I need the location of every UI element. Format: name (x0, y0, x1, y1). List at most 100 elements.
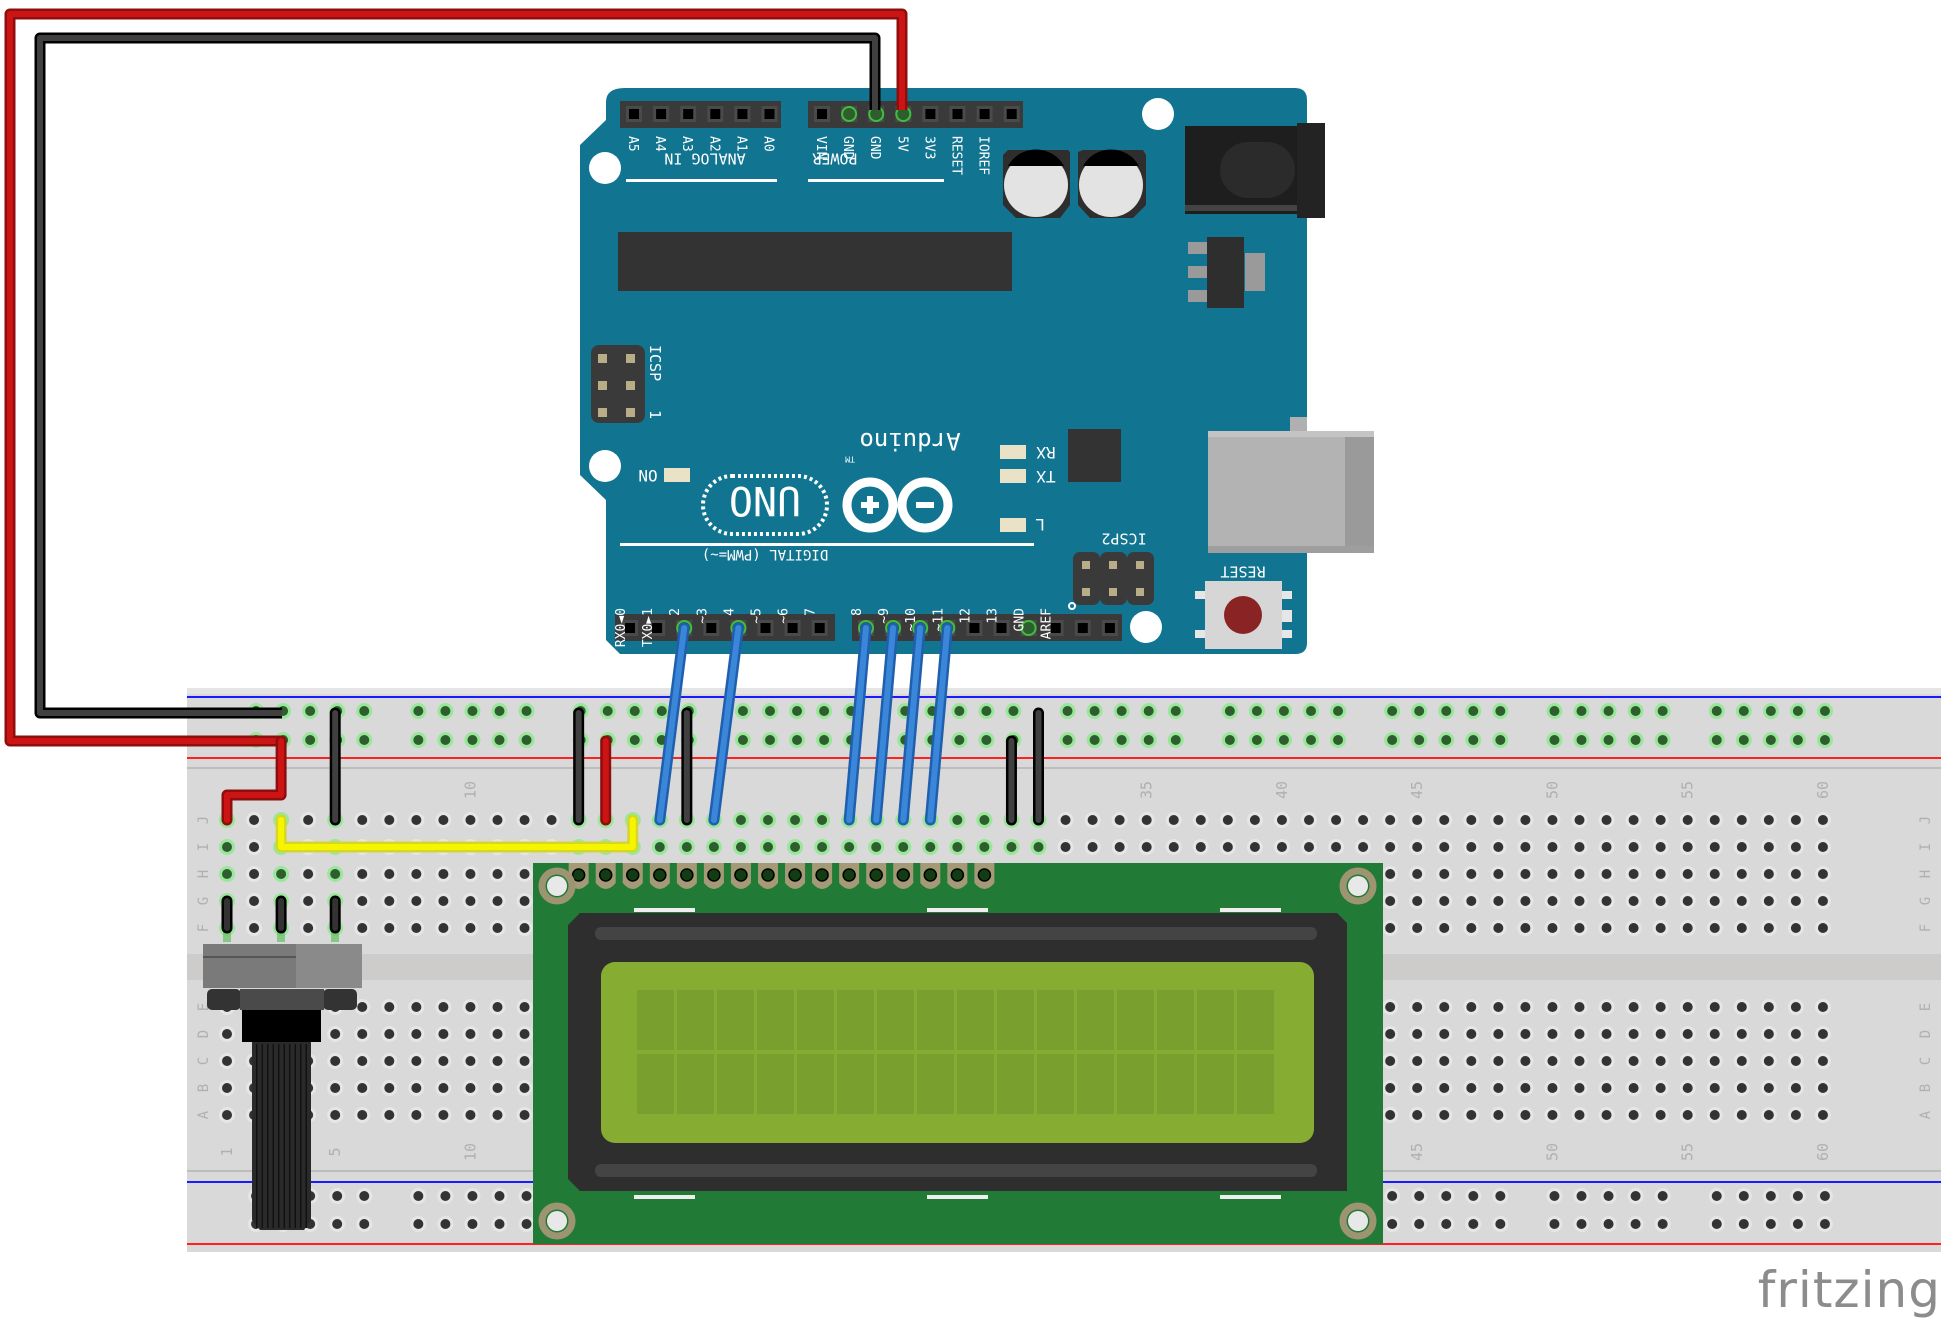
breadboard-hole (1655, 842, 1666, 852)
wire-blue-data-2[interactable] (846, 625, 869, 823)
rail-hole (1630, 1191, 1641, 1201)
lcd-pin (626, 868, 640, 882)
reset-button[interactable] (1195, 581, 1292, 649)
breadboard-hole (1655, 815, 1666, 825)
lcd-char-cell (1117, 1054, 1154, 1114)
wire-blue-data-4[interactable] (900, 625, 924, 823)
breadboard-hole (1601, 1083, 1612, 1093)
breadboard-hole (411, 1056, 422, 1066)
rail-hole (1170, 735, 1181, 745)
breadboard-hole (1520, 1029, 1531, 1039)
rail-hole (1576, 1191, 1587, 1201)
atmega-chip (618, 232, 1012, 291)
column-label-55: 55 (1679, 1143, 1697, 1161)
breadboard-hole (1222, 815, 1233, 825)
breadboard-hole (492, 1056, 503, 1066)
pin-label-d: ~9 (877, 608, 892, 624)
rail-hole (1306, 706, 1316, 716)
rail-hole (737, 735, 748, 745)
rail-hole (494, 735, 505, 745)
wire-5v[interactable] (7, 11, 905, 744)
rail-hole (1549, 706, 1560, 716)
rail-hole (737, 706, 748, 716)
breadboard-hole (519, 896, 530, 906)
breadboard-hole (1222, 842, 1233, 852)
breadboard-hole (1790, 1056, 1801, 1066)
breadboard-hole (1466, 869, 1477, 879)
breadboard-hole (1817, 1083, 1828, 1093)
wire-blue-data-3[interactable] (873, 625, 897, 823)
analog-underline (626, 179, 777, 182)
breadboard-hole (519, 1083, 530, 1093)
breadboard-hole (1817, 1056, 1828, 1066)
lcd-char-cell (797, 1054, 834, 1114)
rail-hole (494, 1191, 505, 1201)
breadboard-hole (1736, 1002, 1747, 1012)
lcd-char-cell (877, 990, 914, 1050)
uno-logo (701, 474, 829, 536)
breadboard-hole (790, 842, 801, 852)
wire-gnd[interactable] (37, 35, 878, 716)
wire-blue-data-5[interactable] (927, 625, 951, 823)
breadboard-hole (519, 1002, 530, 1012)
lcd-char-cell (837, 990, 874, 1050)
rail-hole (1657, 706, 1668, 716)
breadboard-hole (1412, 1029, 1423, 1039)
breadboard-hole (1763, 842, 1774, 852)
breadboard-hole (1790, 896, 1801, 906)
arduino-brand-text: Arduino (859, 427, 960, 455)
breadboard-hole (384, 815, 395, 825)
breadboard-hole (492, 1029, 503, 1039)
pin-label-d: AREF (1040, 608, 1055, 639)
rail-hole (1441, 735, 1452, 745)
header-pin-hole (814, 623, 825, 633)
rail-hole (1603, 735, 1614, 745)
wires (4, 8, 908, 747)
rail-hole (494, 1219, 505, 1229)
rail-hole (1603, 706, 1614, 716)
knurl-line (261, 1044, 263, 1228)
rail-hole (1251, 706, 1262, 716)
breadboard-hole (1763, 1056, 1774, 1066)
potentiometer-collar (242, 1010, 321, 1042)
rail-hole (1441, 1219, 1452, 1229)
breadboard-hole (465, 869, 476, 879)
breadboard-hole (1439, 815, 1450, 825)
breadboard-hole (1412, 923, 1423, 933)
wire-yellow-v0[interactable] (278, 817, 636, 850)
rail-hole (467, 1191, 478, 1201)
breadboard-hole (1682, 923, 1693, 933)
header-pin-hole (710, 109, 721, 119)
breadboard-hole (384, 1083, 395, 1093)
breadboard-hole (222, 1056, 232, 1066)
breadboard-hole (1709, 1056, 1720, 1066)
potentiometer[interactable] (203, 922, 362, 1230)
wire-blue-data-1[interactable] (710, 625, 742, 823)
lcd-char-cell (1037, 1054, 1074, 1114)
breadboard-hole (1195, 815, 1206, 825)
rail-hole (1657, 1191, 1668, 1201)
breadboard-hole (1249, 842, 1260, 852)
breadboard-hole (1574, 815, 1585, 825)
pin-label-d: TX0►1 (641, 608, 656, 647)
breadboard-hole (357, 1110, 368, 1120)
breadboard-hole (1763, 923, 1774, 933)
column-label-35: 35 (1138, 781, 1156, 799)
breadboard-hole (357, 1029, 368, 1039)
breadboard-hole (1439, 1002, 1450, 1012)
mounting-hole (589, 152, 621, 184)
icsp2-header (1068, 552, 1154, 610)
column-label-50: 50 (1543, 781, 1561, 799)
knurl-line (278, 1044, 280, 1228)
rail-hole (1576, 706, 1587, 716)
wire-blue-data-0[interactable] (656, 625, 688, 823)
column-label-10: 10 (461, 781, 479, 799)
breadboard-hole (1547, 1002, 1558, 1012)
arduino-infinity-logo (842, 477, 953, 533)
rail-hole (1441, 706, 1452, 716)
wire-red-pot[interactable] (224, 738, 285, 823)
breadboard-hole (1574, 896, 1585, 906)
breadboard-hole (1439, 1110, 1450, 1120)
